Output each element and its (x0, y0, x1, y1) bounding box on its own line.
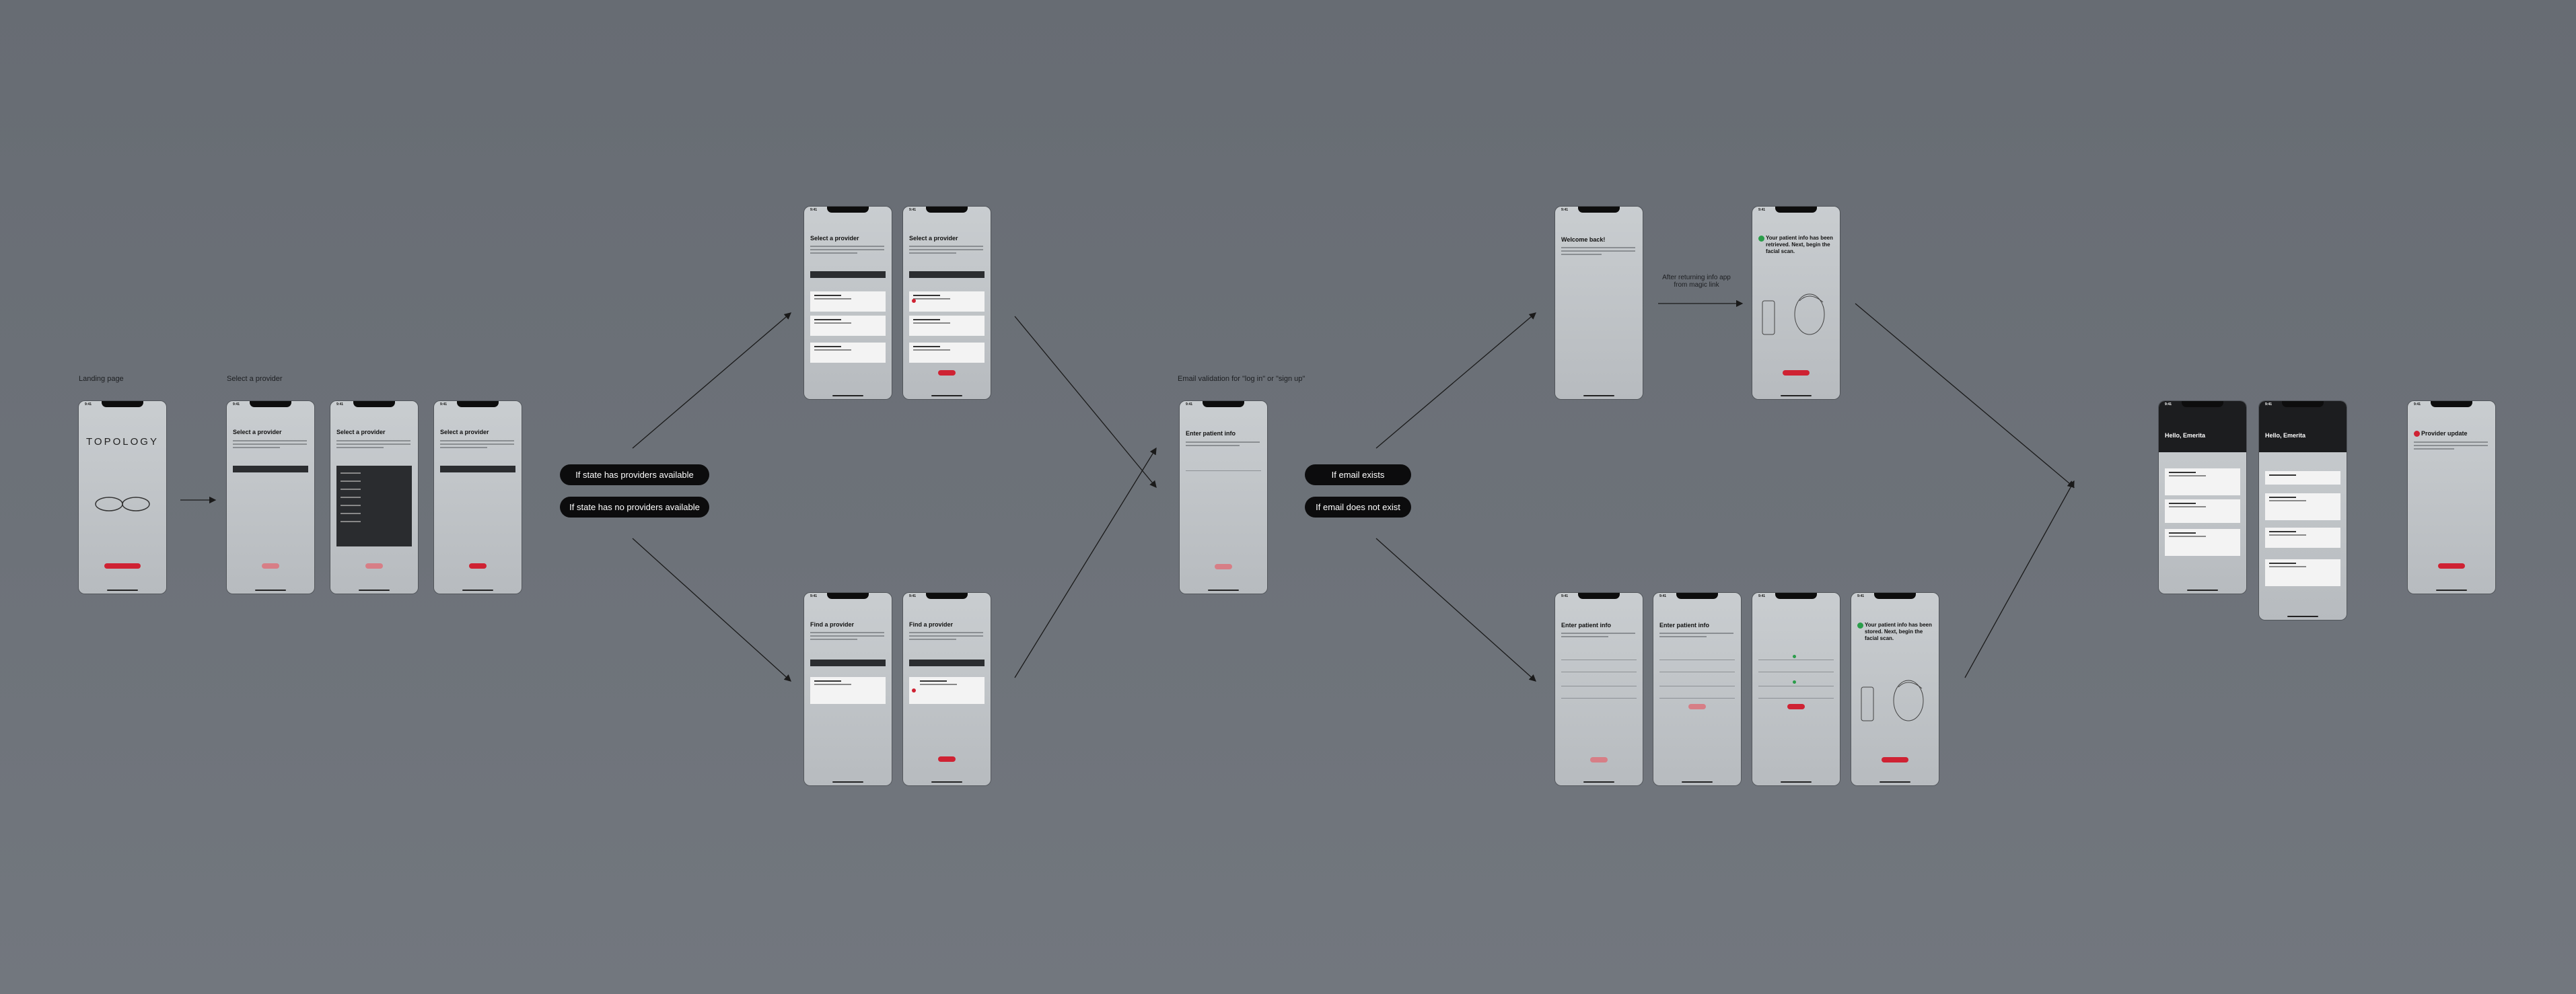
next-button[interactable] (1215, 564, 1232, 569)
provider-card[interactable] (909, 343, 985, 363)
screen-provider-selected: 9:41 Select a provider (903, 207, 991, 399)
screen-welcome-back: 9:41 Welcome back! (1555, 207, 1643, 399)
screen-provider-update: 9:41 Provider update (2408, 401, 2495, 594)
next-button[interactable] (469, 563, 487, 569)
eyewear-card[interactable] (2265, 559, 2340, 586)
arrow-top-to-email (1014, 316, 1157, 489)
eyewear-card[interactable] (2165, 529, 2240, 556)
after-return-label: After returning info app from magic link (1662, 274, 1731, 289)
state-dropdown[interactable] (810, 271, 886, 278)
screen-home-1: 9:41 Hello, Emerita (2159, 401, 2246, 594)
next-button[interactable] (1787, 704, 1805, 709)
screen-find-provider-selected: 9:41 Find a provider (903, 593, 991, 785)
pill-email-exists: If email exists (1305, 464, 1411, 485)
work-directly-card[interactable] (810, 677, 886, 704)
arrow-stored-home (1964, 480, 2075, 678)
provider-card[interactable] (2165, 468, 2240, 495)
screen-home-2: 9:41 Hello, Emerita (2259, 401, 2347, 620)
state-dropdown[interactable] (810, 660, 886, 666)
provider-card[interactable] (2265, 493, 2340, 520)
scan-card[interactable] (2265, 471, 2340, 485)
next-button[interactable] (1590, 757, 1608, 762)
state-dropdown[interactable] (233, 466, 308, 472)
screen-select-provider-2: 9:41 Select a provider (330, 401, 418, 594)
topology-logo: TOPOLOGY (86, 436, 159, 448)
next-button[interactable] (365, 563, 383, 569)
arrow-to-find-bottom (632, 538, 791, 682)
face-illustration (1762, 293, 1825, 335)
screen-enter-patient-1: 9:41 Enter patient info (1555, 593, 1643, 785)
success-icon (1857, 623, 1863, 629)
scan-card[interactable] (2265, 528, 2340, 548)
screen-enter-patient-2: 9:41 Enter patient info (1653, 593, 1741, 785)
arrow-bottom-to-email (1014, 447, 1157, 678)
state-dropdown[interactable] (909, 271, 985, 278)
begin-scan-button[interactable] (1882, 757, 1908, 762)
work-directly-card[interactable] (909, 677, 985, 704)
screen-landing: 9:41 TOPOLOGY (79, 401, 166, 594)
screen-info-retrieved: 9:41 Your patient info has been retrieve… (1752, 207, 1840, 399)
get-started-button[interactable] (104, 563, 141, 569)
email-validation-label: Email validation for "log in" or "sign u… (1178, 375, 1305, 383)
next-button[interactable] (262, 563, 279, 569)
state-dropdown-open[interactable] (336, 466, 412, 546)
continue-button[interactable] (2438, 563, 2465, 569)
next-button[interactable] (938, 756, 956, 762)
pill-no-providers: If state has no providers available (560, 497, 709, 518)
screen-select-provider-3: 9:41 Select a provider (434, 401, 522, 594)
landing-label: Landing page (79, 375, 124, 383)
pill-email-not-exists: If email does not exist (1305, 497, 1411, 518)
screen-enter-email: 9:41 Enter patient info (1180, 401, 1267, 594)
pill-has-providers: If state has providers available (560, 464, 709, 485)
screen-provider-list: 9:41 Select a provider (804, 207, 892, 399)
screen-find-provider: 9:41 Find a provider (804, 593, 892, 785)
screen-enter-patient-3: 9:41 (1752, 593, 1840, 785)
state-dropdown[interactable] (909, 660, 985, 666)
face-illustration (1861, 680, 1924, 721)
glasses-image (95, 497, 150, 511)
arrow-email-enter (1375, 538, 1536, 682)
provider-card[interactable] (810, 343, 886, 363)
success-icon (1758, 236, 1764, 242)
email-field[interactable] (1186, 470, 1261, 471)
provider-card[interactable] (810, 316, 886, 336)
arrow-retrieved-home (1855, 303, 2075, 488)
screen-select-provider-1: 9:41 Select a provider (227, 401, 314, 594)
state-dropdown[interactable] (440, 466, 515, 472)
next-button[interactable] (1688, 704, 1706, 709)
provider-card-selected[interactable] (909, 291, 985, 312)
provider-card[interactable] (909, 316, 985, 336)
alert-icon (2414, 431, 2420, 437)
begin-scan-button[interactable] (1783, 370, 1810, 376)
next-button[interactable] (938, 370, 956, 376)
arrow-email-welcome (1375, 312, 1536, 449)
scan-card[interactable] (2165, 499, 2240, 523)
provider-card[interactable] (810, 291, 886, 312)
arrow-to-select-top (632, 312, 791, 449)
select-label: Select a provider (227, 375, 283, 383)
screen-info-stored: 9:41 Your patient info has been stored. … (1851, 593, 1939, 785)
